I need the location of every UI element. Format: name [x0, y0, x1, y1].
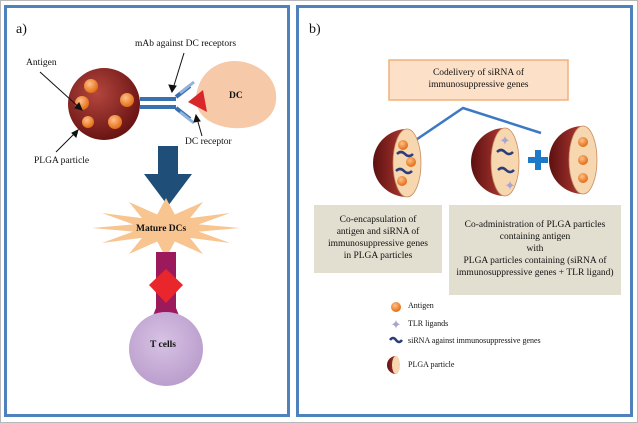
process-arrow: [144, 146, 192, 206]
dc-cell: [196, 60, 277, 129]
coadministration-text: Co-administration of PLGA particles cont…: [449, 205, 621, 295]
connector-lines: [400, 106, 542, 152]
coencapsulation-box: [314, 205, 442, 273]
coencapsulation-line-4: in PLGA particles: [343, 250, 413, 261]
legend-label-plga: PLGA particle: [408, 360, 455, 369]
sirna-icon: [389, 336, 403, 344]
tlr-ligand-icon: ✦: [391, 318, 402, 333]
coencapsulation-line-3: immunosuppressive genes: [327, 239, 428, 249]
codelivery-text: Codelivery of siRNA of immunosuppressive…: [389, 60, 568, 100]
codelivery-line-2: immunosuppressive genes: [428, 80, 529, 90]
svg-text:✦: ✦: [500, 134, 511, 149]
plga-particle-sirna-tlr: ✦ ✦: [471, 127, 520, 197]
antibody-icon: [140, 80, 195, 125]
coencapsulation-line-2: antigen and siRNA of: [336, 227, 420, 238]
coencapsulation-line-1: Co-encapsulation of: [339, 215, 417, 226]
legend-icons: ✦: [387, 302, 403, 374]
svg-text:✦: ✦: [505, 179, 516, 194]
plus-icon: [528, 150, 548, 170]
codelivery-box: [388, 59, 569, 101]
plga-particle-coencapsulated: [373, 128, 422, 198]
antigen-diamond: [149, 269, 183, 303]
coadministration-line-2: containing antigen: [499, 232, 571, 243]
coadministration-line-3: with: [526, 244, 544, 255]
antigen-dot: [82, 116, 94, 128]
annotation-arrows: [39, 52, 203, 153]
coadministration-line-4: PLGA particles containing (siRNA of: [463, 255, 607, 266]
coadministration-line-1: Co-administration of PLGA particles: [464, 220, 606, 231]
mature-dc-star: [92, 198, 240, 258]
antigen-dot: [84, 79, 98, 93]
panel-a-letter: a): [16, 22, 27, 37]
t-cell: [129, 312, 203, 386]
legend-label-antigen: Antigen: [408, 301, 434, 310]
antigen-dot: [120, 93, 134, 107]
coadministration-box: [449, 205, 621, 295]
antigen-icon: [391, 302, 401, 312]
coadministration-line-5: immunosuppressive genes + TLR ligand): [456, 267, 614, 278]
label-plga-particle: PLGA particle: [34, 156, 90, 166]
legend-label-sirna: siRNA against immunosuppressive genes: [408, 336, 541, 345]
coencapsulation-text: Co-encapsulation of antigen and siRNA of…: [314, 205, 442, 273]
label-dc: DC: [229, 91, 243, 101]
plga-particle-antigen: [549, 125, 598, 195]
legend-label-tlr: TLR ligands: [408, 319, 449, 328]
codelivery-line-1: Codelivery of siRNA of: [432, 68, 525, 79]
label-antigen: Antigen: [26, 58, 57, 68]
plga-particle-icon: [387, 356, 400, 374]
antigen-dot: [108, 115, 122, 129]
dc-receptor: [188, 90, 207, 112]
panel-b-letter: b): [309, 22, 321, 37]
label-t-cells: T cells: [150, 340, 176, 350]
label-mab: mAb against DC receptors: [135, 39, 237, 49]
label-dc-receptor: DC receptor: [185, 137, 232, 147]
antigens-in-particle: [75, 79, 134, 129]
label-mature-dcs: Mature DCs: [136, 224, 187, 234]
